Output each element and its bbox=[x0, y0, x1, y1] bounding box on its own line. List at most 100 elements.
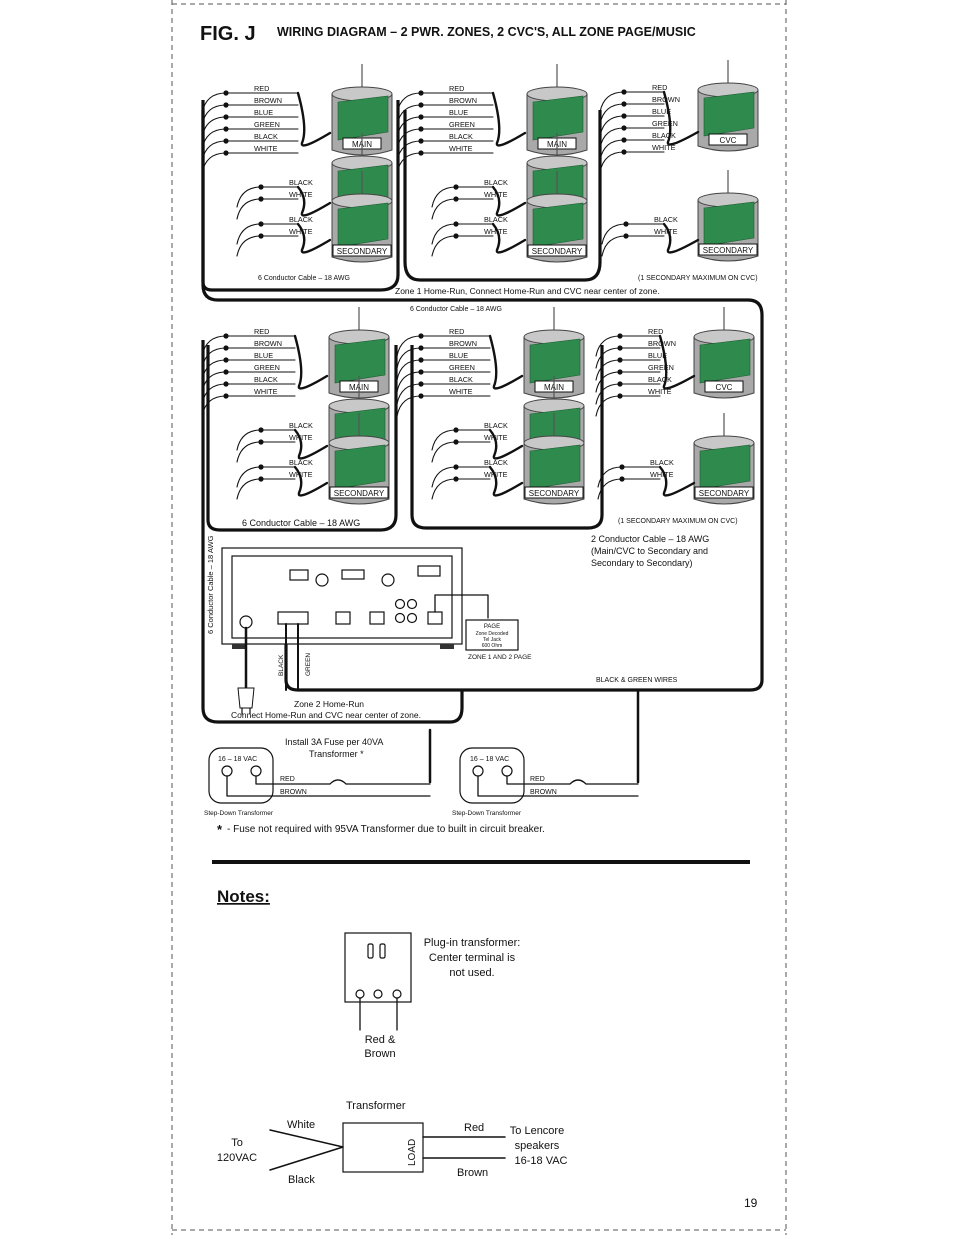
z1-cvc-fan-bundle bbox=[662, 90, 700, 146]
z2-cvc-fan-bundle bbox=[658, 334, 696, 390]
z1-col2-fan-label-2: BLUE bbox=[449, 108, 468, 117]
diagram-title: WIRING DIAGRAM – 2 PWR. ZONES, 2 CVC'S, … bbox=[277, 25, 696, 39]
z1-col1-fan-wire-1 bbox=[201, 104, 299, 126]
amp-black-label: BLACK bbox=[278, 654, 285, 676]
z2-col1-secfan1-node-0 bbox=[258, 427, 264, 433]
page-box-line-4: 600 Ohm bbox=[482, 643, 503, 649]
zone2-home-run-line-1: Zone 2 Home-Run bbox=[294, 699, 364, 709]
amp-terminal-block-1 bbox=[289, 569, 309, 581]
footnote-star: * bbox=[217, 822, 223, 837]
z2-col2-fan-node-4 bbox=[418, 381, 424, 387]
zone1-loop-cable-2 bbox=[403, 110, 602, 282]
z2-col2-fan-label-5: WHITE bbox=[449, 387, 473, 396]
z2-col2-secfan1-label-0: BLACK bbox=[484, 421, 508, 430]
z2-cvc-fan-wire-5 bbox=[595, 395, 661, 417]
page-number: 19 bbox=[744, 1196, 758, 1210]
z1-col1-fan-wire-3 bbox=[201, 128, 299, 150]
z1-col1-fan-wire-5 bbox=[201, 152, 299, 174]
z2-cvc-sec-label: SECONDARY bbox=[699, 489, 750, 498]
z1-col2-fan-bundle bbox=[491, 91, 527, 147]
zone1-outer-cable bbox=[201, 100, 764, 692]
amp-rca-1 bbox=[394, 598, 406, 610]
amp-power-plug bbox=[237, 687, 255, 709]
z1-cvc-fan-label-3: GREEN bbox=[652, 119, 678, 128]
zone-1-group: 6 Conductor Cable – 18 AWG (1 SECONDARY … bbox=[201, 100, 764, 692]
z1-cvc-fan-label-0: RED bbox=[652, 83, 667, 92]
z2-col2-secfan1-node-0 bbox=[453, 427, 459, 433]
z2-col2-sec2-logo-panel bbox=[529, 444, 581, 490]
plugin-terminal-1 bbox=[355, 989, 365, 999]
transformer-2-red: RED bbox=[530, 776, 545, 783]
z1-col1-secfan1-label-1: WHITE bbox=[289, 190, 313, 199]
z2-col1-sec2-logo-panel bbox=[334, 444, 386, 490]
zone2-loop-cable bbox=[206, 345, 398, 532]
z2-col2-secfan1-node-1 bbox=[453, 439, 459, 445]
z1-cvc-sec-label-box bbox=[698, 243, 758, 256]
z1-col1-fan-label-5: WHITE bbox=[254, 144, 278, 153]
z2-col2-fan-node-3 bbox=[418, 369, 424, 375]
two-conductor-line-2: (Main/CVC to Secondary and bbox=[591, 546, 708, 556]
transformer-2-vac: 16 – 18 VAC bbox=[470, 756, 509, 763]
z2-cvc-fan-node-4 bbox=[617, 381, 623, 387]
z2-col1-secfan1-wire-1 bbox=[236, 441, 296, 463]
z1-col2-sec2-logo-panel bbox=[532, 202, 584, 248]
transformer-1-terminal-1 bbox=[221, 765, 233, 777]
z1-cvc-secfan-node-0 bbox=[623, 221, 629, 227]
z1-col1-sec2: SECONDARY bbox=[331, 171, 393, 263]
amp-green-label: GREEN bbox=[305, 653, 312, 676]
z2-col2-fan-bundle bbox=[488, 334, 524, 390]
red-brown-line-1: Red & bbox=[365, 1034, 396, 1046]
transformer-load-label: LOAD bbox=[407, 1139, 418, 1166]
z1-cvc-label: CVC bbox=[720, 136, 737, 145]
output-wires bbox=[422, 1136, 506, 1159]
zone2-secondary-max-note: (1 SECONDARY MAXIMUM ON CVC) bbox=[618, 518, 738, 525]
z1-col1-secfan2-bundle bbox=[296, 222, 332, 254]
z1-col2-main-logo-panel bbox=[532, 95, 584, 141]
amp-power-jack bbox=[239, 615, 253, 629]
amp-terminal-block-2 bbox=[417, 565, 441, 577]
amp-page-wire bbox=[434, 594, 489, 619]
white-label: White bbox=[287, 1119, 315, 1131]
z1-col1-fan-node-0 bbox=[223, 90, 229, 96]
z2-col1-fan-wire-5 bbox=[201, 395, 296, 417]
zone2-cable-label: 6 Conductor Cable – 18 AWG bbox=[242, 518, 360, 528]
z2-cvc-label-box bbox=[704, 380, 744, 393]
zone1-home-run-note: Zone 1 Home-Run, Connect Home-Run and CV… bbox=[395, 286, 660, 296]
z1-col2-fan-wire-1 bbox=[396, 104, 494, 126]
amp-rca-2 bbox=[406, 598, 418, 610]
plugin-text-3: not used. bbox=[449, 967, 494, 979]
z1-col2-secfan2-label-1: WHITE bbox=[484, 227, 508, 236]
transformer-2-terminal-1 bbox=[472, 765, 484, 777]
z1-col2-fan-label-0: RED bbox=[449, 84, 464, 93]
z1-col2-fan-wire-5 bbox=[396, 152, 494, 174]
page-box-line-1: PAGE bbox=[484, 624, 500, 630]
z2-col1-secfan1-label-0: BLACK bbox=[289, 421, 313, 430]
z1-col1-fan-node-5 bbox=[223, 150, 229, 156]
z1-cvc-secfan-bundle bbox=[662, 222, 700, 254]
to-120-line-1: To bbox=[231, 1137, 243, 1149]
z2-col1-secfan2-wire-1 bbox=[236, 478, 296, 500]
z1-col2-secfan1-label-0: BLACK bbox=[484, 178, 508, 187]
z1-col1-fan-node-1 bbox=[223, 102, 229, 108]
z2-col1-secfan2-node-1 bbox=[258, 476, 264, 482]
z1-col1-secfan2-node-1 bbox=[258, 233, 264, 239]
zone1-link-cable-label: 6 Conductor Cable – 18 AWG bbox=[410, 306, 502, 313]
transformer-1-body bbox=[208, 747, 274, 804]
to-speakers-line-2: speakers bbox=[515, 1140, 560, 1152]
amp-speaker-terminal bbox=[277, 611, 309, 625]
z2-cvc-fan-label-2: BLUE bbox=[648, 351, 667, 360]
z1-cvc-sec: SECONDARY bbox=[697, 170, 759, 262]
amp-dip-switch bbox=[341, 569, 365, 580]
z1-cvc-label-box bbox=[708, 133, 748, 146]
z1-col1-fan-label-1: BROWN bbox=[254, 96, 282, 105]
footnote-text: - Fuse not required with 95VA Transforme… bbox=[227, 824, 545, 835]
z1-col2-secfan1-node-1 bbox=[453, 196, 459, 202]
page-box-line-2: Zone Decoded bbox=[476, 631, 509, 637]
z1-cvc-logo-panel bbox=[703, 91, 755, 137]
